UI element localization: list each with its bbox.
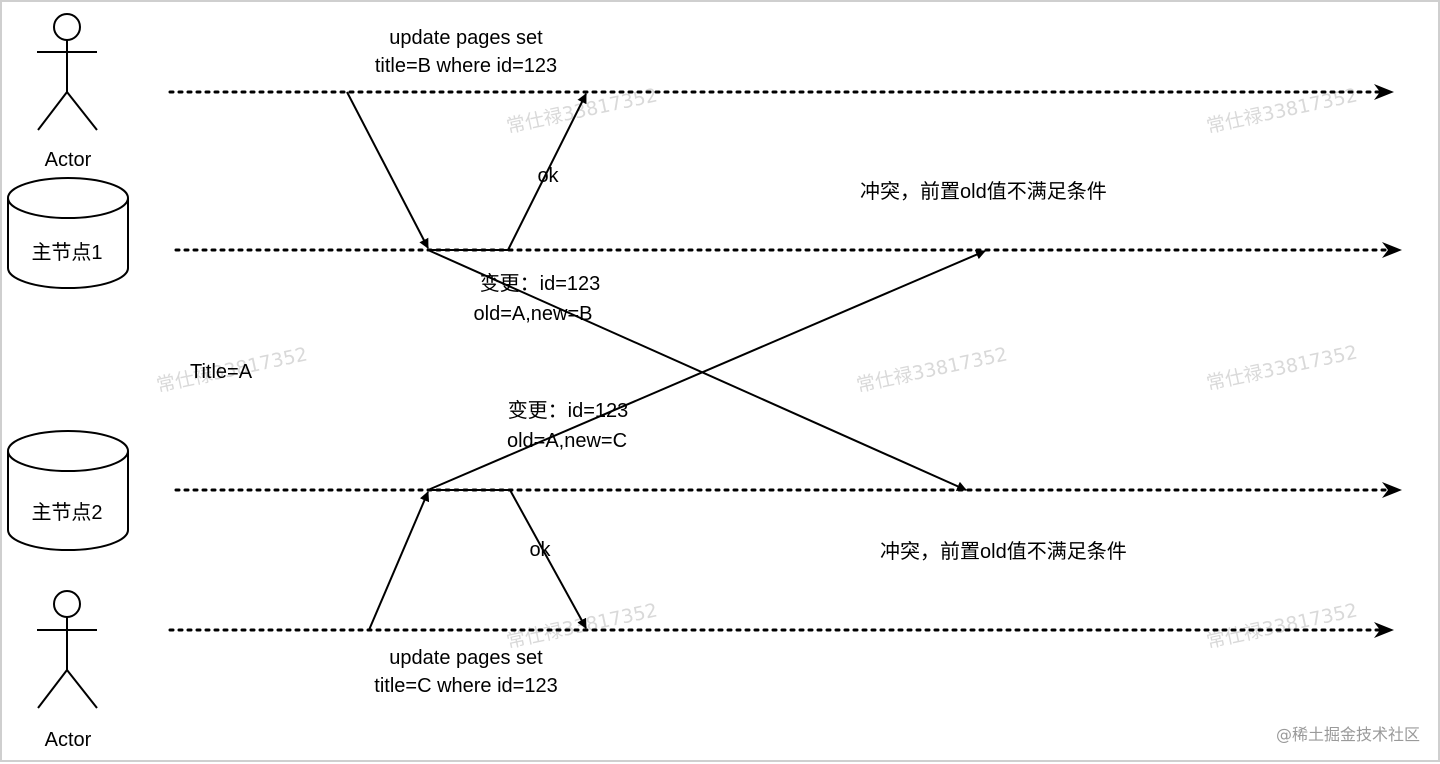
conflict-bottom-label: 冲突，前置old值不满足条件 [880,540,1127,563]
change-node2-line1: 变更：id=123 [508,399,629,422]
actor-top-icon [37,13,98,131]
watermark-layer: 常仕禄33817352 常仕禄33817352 常仕禄33817352 常仕禄3… [154,84,1359,652]
arrow-node2-to-node1 [427,249,986,491]
top-request-line2: title=B where id=123 [375,55,557,77]
node1-database-icon [7,177,129,289]
arrow-top-ok [507,93,587,251]
arrow-node1-to-node2 [427,249,967,491]
bottom-ok-label: ok [529,539,551,561]
message-arrows [346,91,986,631]
watermark-text: 常仕禄33817352 [1204,84,1359,137]
change-node1-line1: 变更：id=123 [480,272,601,295]
bottom-request-line1: update pages set [389,647,543,669]
top-ok-label: ok [537,165,559,187]
node1-label: 主节点1 [31,241,102,264]
watermark-text: 常仕禄33817352 [504,84,659,137]
actor-top-label: Actor [45,149,92,171]
bottom-request-line2: title=C where id=123 [374,675,557,697]
node2-label: 主节点2 [31,501,102,524]
watermark-text: 常仕禄33817352 [504,599,659,652]
node2-database-icon [7,430,129,551]
watermark-text: 常仕禄33817352 [854,343,1009,396]
actor-bottom-icon [37,590,98,709]
watermark-text: 常仕禄33817352 [1204,341,1359,394]
initial-value-label: Title=A [190,361,253,383]
change-node1-line2: old=A,new=B [474,303,593,325]
watermark-text: 常仕禄33817352 [1204,599,1359,652]
conflict-top-label: 冲突，前置old值不满足条件 [860,180,1107,203]
timelines [168,84,1402,638]
arrow-top-request [346,91,429,249]
arrow-bottom-ok [509,489,587,629]
actor-bottom-label: Actor [45,729,92,751]
change-node2-line2: old=A,new=C [507,430,627,452]
top-request-line1: update pages set [389,27,543,49]
source-credit: @稀土掘金技术社区 [1276,725,1420,744]
arrow-bottom-request [368,491,430,631]
